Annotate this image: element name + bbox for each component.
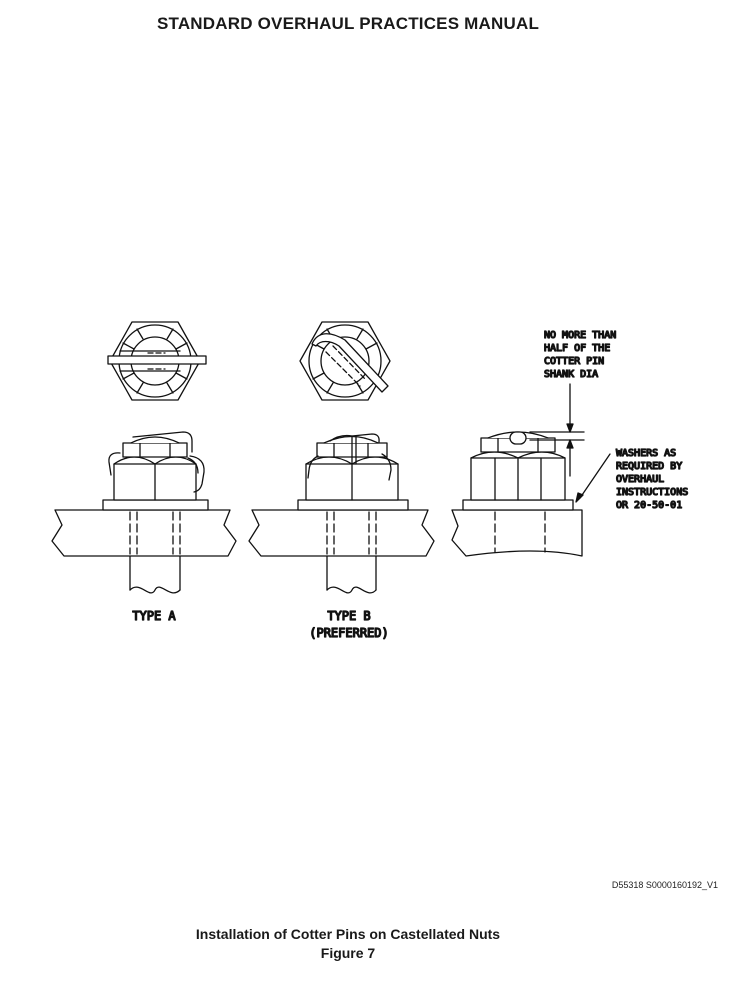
type-a-side-view <box>51 431 237 594</box>
note-line-2: HALF OF THE <box>544 343 610 354</box>
figure-number: Figure 7 <box>320 945 376 961</box>
washer-line-1: WASHERS AS <box>616 448 676 459</box>
type-b-label: TYPE B <box>327 609 370 623</box>
type-b-preferred-label: (PREFERRED) <box>309 626 388 640</box>
drawing-id: D55318 S0000160192_V1 <box>611 880 718 890</box>
washer-line-2: REQUIRED BY <box>616 461 682 472</box>
detail-side-view <box>451 383 611 557</box>
page-title: STANDARD OVERHAUL PRACTICES MANUAL <box>156 14 540 33</box>
note-line-3: COTTER PIN <box>544 356 604 367</box>
type-b-side-view <box>248 433 435 594</box>
washer-line-3: OVERHAUL <box>616 474 664 485</box>
note-line-4: SHANK DIA <box>544 369 598 380</box>
washer-line-5: OR 20-50-01 <box>616 500 682 511</box>
note-line-1: NO MORE THAN <box>544 330 616 341</box>
washer-line-4: INSTRUCTIONS <box>616 487 688 498</box>
figure-caption-title: Installation of Cotter Pins on Castellat… <box>195 926 501 942</box>
type-a-top-view <box>107 321 207 401</box>
type-b-top-view <box>299 321 391 401</box>
type-a-label: TYPE A <box>132 609 176 623</box>
